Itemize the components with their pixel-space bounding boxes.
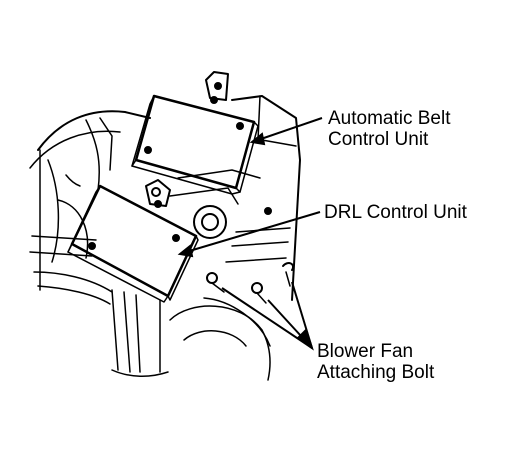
firewall-panel xyxy=(159,95,301,381)
automatic-belt-control-unit-label: Automatic Belt Control Unit xyxy=(328,108,451,150)
automatic-belt-control-unit xyxy=(131,71,259,195)
leader-lines xyxy=(177,117,323,351)
automatic-belt-label-line-2: Control Unit xyxy=(328,129,429,150)
drl-control-unit-label: DRL Control Unit xyxy=(324,202,467,223)
blower-label-line-2: Attaching Bolt xyxy=(317,362,435,383)
blower-fan-bolts xyxy=(206,262,294,304)
blower-label-line-1: Blower Fan xyxy=(317,341,414,362)
blower-fan-bolt-label: Blower Fan Attaching Bolt xyxy=(317,341,434,383)
mounting-boss xyxy=(193,205,272,239)
drl-label-line-1: DRL Control Unit xyxy=(324,202,467,223)
automatic-belt-label-line-1: Automatic Belt xyxy=(328,108,451,129)
drl-control-unit xyxy=(67,179,199,303)
